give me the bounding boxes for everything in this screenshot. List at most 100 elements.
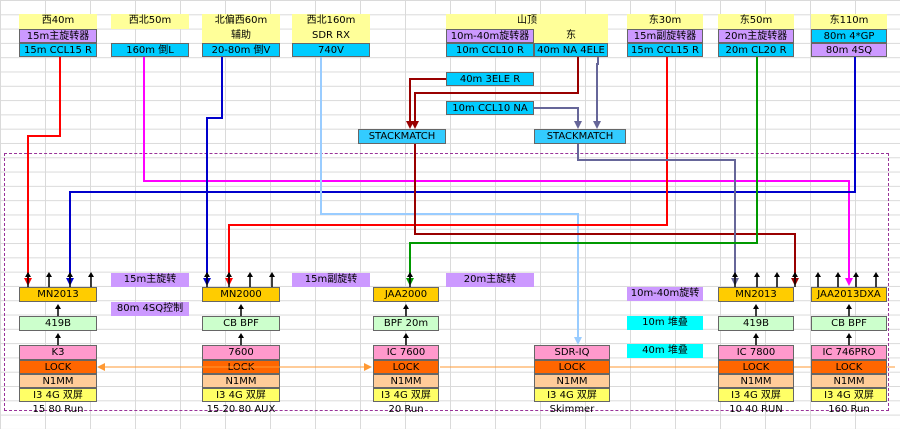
switch-port-arrow bbox=[46, 272, 52, 287]
antenna-summit-rotator: 10m-40m旋转器 bbox=[446, 29, 534, 43]
stack-arrow bbox=[238, 333, 244, 345]
antenna-nnw60-title: 北偏西60m bbox=[202, 14, 280, 29]
station3-switch: JAA2000 bbox=[373, 287, 439, 302]
station4-radio: SDR-IQ bbox=[534, 345, 610, 360]
stack-arrow bbox=[238, 304, 244, 316]
antenna-summit-cable1: 10m CCL10 R bbox=[446, 43, 534, 57]
antenna-east110-item2: 80m 4SQ bbox=[811, 43, 887, 57]
switch-port-arrow bbox=[226, 272, 232, 287]
station4-logger: N1MM bbox=[534, 374, 610, 388]
line-east30-to-station2 bbox=[225, 57, 668, 286]
note-20m-main-rotation: 20m主旋转 bbox=[446, 273, 534, 287]
station6-logger: N1MM bbox=[811, 374, 887, 388]
station4-pc: I3 4G 双屏 bbox=[534, 388, 610, 402]
line-lock-interconnect bbox=[97, 363, 895, 371]
station3-radio: IC 7600 bbox=[373, 345, 439, 360]
station3-name: 20 Run bbox=[388, 404, 424, 415]
stackmatch-right: STACKMATCH bbox=[534, 129, 626, 144]
switch-port-arrow bbox=[247, 272, 253, 287]
switch-port-arrow bbox=[774, 272, 780, 287]
station6-lock: LOCK bbox=[811, 360, 887, 374]
antenna-east110-item1: 80m 4*GP bbox=[811, 29, 887, 43]
switch-port-arrow bbox=[25, 272, 31, 287]
switch-port-arrow bbox=[815, 272, 821, 287]
line-nw160-to-skimmer bbox=[320, 57, 582, 345]
antenna-west40-cable: 15m CCL15 R bbox=[19, 43, 97, 57]
antenna-west40-title: 西40m bbox=[19, 14, 97, 29]
station5-lock: LOCK bbox=[718, 360, 794, 374]
switch-port-arrow bbox=[792, 272, 798, 287]
station5-logger: N1MM bbox=[718, 374, 794, 388]
station3-logger: N1MM bbox=[373, 374, 439, 388]
station3-pc: I3 4G 双屏 bbox=[373, 388, 439, 402]
antenna-summit-title: 山顶 bbox=[446, 14, 608, 29]
switch-port-arrow bbox=[88, 272, 94, 287]
stack-arrow bbox=[846, 333, 852, 345]
note-80m-4sq-control: 80m 4SQ控制 bbox=[111, 302, 189, 316]
station1-filter: 419B bbox=[19, 316, 97, 331]
antenna-summit-east: 东 bbox=[534, 29, 608, 43]
station3-filter: BPF 20m bbox=[373, 316, 439, 331]
switch-port-arrow bbox=[67, 272, 73, 287]
antenna-nw50-item: 160m 倒L bbox=[111, 43, 189, 57]
antenna-nnw60-item: 20-80m 倒V bbox=[202, 43, 280, 57]
antenna-nw160-sub: SDR RX bbox=[292, 29, 370, 43]
stack-arrow bbox=[753, 333, 759, 345]
station5-pc: I3 4G 双屏 bbox=[718, 388, 794, 402]
switch-port-arrow bbox=[269, 272, 275, 287]
stack-arrow bbox=[55, 304, 61, 316]
note-10-40m-rotation: 10m-40m旋转 bbox=[627, 287, 703, 301]
station2-filter: CB BPF bbox=[202, 316, 280, 331]
antenna-west40-rotator: 15m主旋转器 bbox=[19, 29, 97, 43]
antenna-nw160-item: 740V bbox=[292, 43, 370, 57]
antenna-nnw60-sub: 辅助 bbox=[202, 29, 280, 43]
station3-lock: LOCK bbox=[373, 360, 439, 374]
station4-name: Skimmer bbox=[549, 404, 595, 415]
stack-arrow bbox=[753, 304, 759, 316]
stackmatch-left: STACKMATCH bbox=[358, 129, 446, 144]
line-west40-to-station1 bbox=[24, 57, 61, 286]
line-nnw60-to-station2 bbox=[203, 57, 223, 286]
switch-port-arrow bbox=[853, 272, 859, 287]
note-10m-stack: 10m 堆叠 bbox=[627, 316, 703, 330]
stack-arrow bbox=[403, 304, 409, 316]
internal-arrows bbox=[25, 272, 879, 345]
station6-name: 160 Run bbox=[828, 404, 870, 415]
switch-port-arrow bbox=[407, 272, 413, 287]
switch-port-arrow bbox=[204, 272, 210, 287]
line-summit-10m-to-stackmatch bbox=[534, 57, 601, 129]
station6-radio: IC 746PRO bbox=[811, 345, 887, 360]
station2-pc: I3 4G 双屏 bbox=[202, 388, 280, 402]
antenna-east30-cable: 15m CCL15 R bbox=[627, 43, 703, 57]
station2-radio: 7600 bbox=[202, 345, 280, 360]
station2-logger: N1MM bbox=[202, 374, 280, 388]
antenna-nw160-title: 西北160m bbox=[292, 14, 370, 29]
station-area-border bbox=[4, 153, 889, 411]
note-15m-sub-rotation: 15m副旋转 bbox=[292, 273, 370, 287]
station1-lock: LOCK bbox=[19, 360, 97, 374]
station1-logger: N1MM bbox=[19, 374, 97, 388]
line-nw50-to-station6 bbox=[143, 57, 853, 286]
station5-switch: MN2013 bbox=[718, 287, 794, 302]
label-10m-ccl10-na: 10m CCL10 NA bbox=[446, 101, 534, 115]
note-40m-stack: 40m 堆叠 bbox=[627, 344, 703, 358]
station1-pc: I3 4G 双屏 bbox=[19, 388, 97, 402]
antenna-summit-cable2: 40m NA 4ELE bbox=[534, 43, 608, 57]
antenna-east50-title: 东50m bbox=[718, 14, 794, 29]
line-summit-40m-to-stackmatch bbox=[406, 57, 579, 129]
line-east50-to-station3 bbox=[406, 57, 758, 286]
station6-filter: CB BPF bbox=[811, 316, 887, 331]
station1-radio: K3 bbox=[19, 345, 97, 360]
stack-arrow bbox=[846, 304, 852, 316]
antenna-east30-title: 东30m bbox=[627, 14, 703, 29]
antenna-east110-title: 东110m bbox=[811, 14, 887, 29]
stack-arrow bbox=[55, 333, 61, 345]
station6-pc: I3 4G 双屏 bbox=[811, 388, 887, 402]
station5-name: 10 40 RUN bbox=[729, 404, 783, 415]
antenna-east50-rotator: 20m主旋转器 bbox=[718, 29, 794, 43]
antenna-east50-cable: 20m CL20 R bbox=[718, 43, 794, 57]
switch-port-arrow bbox=[732, 272, 738, 287]
line-east110-to-station1 bbox=[66, 57, 856, 286]
